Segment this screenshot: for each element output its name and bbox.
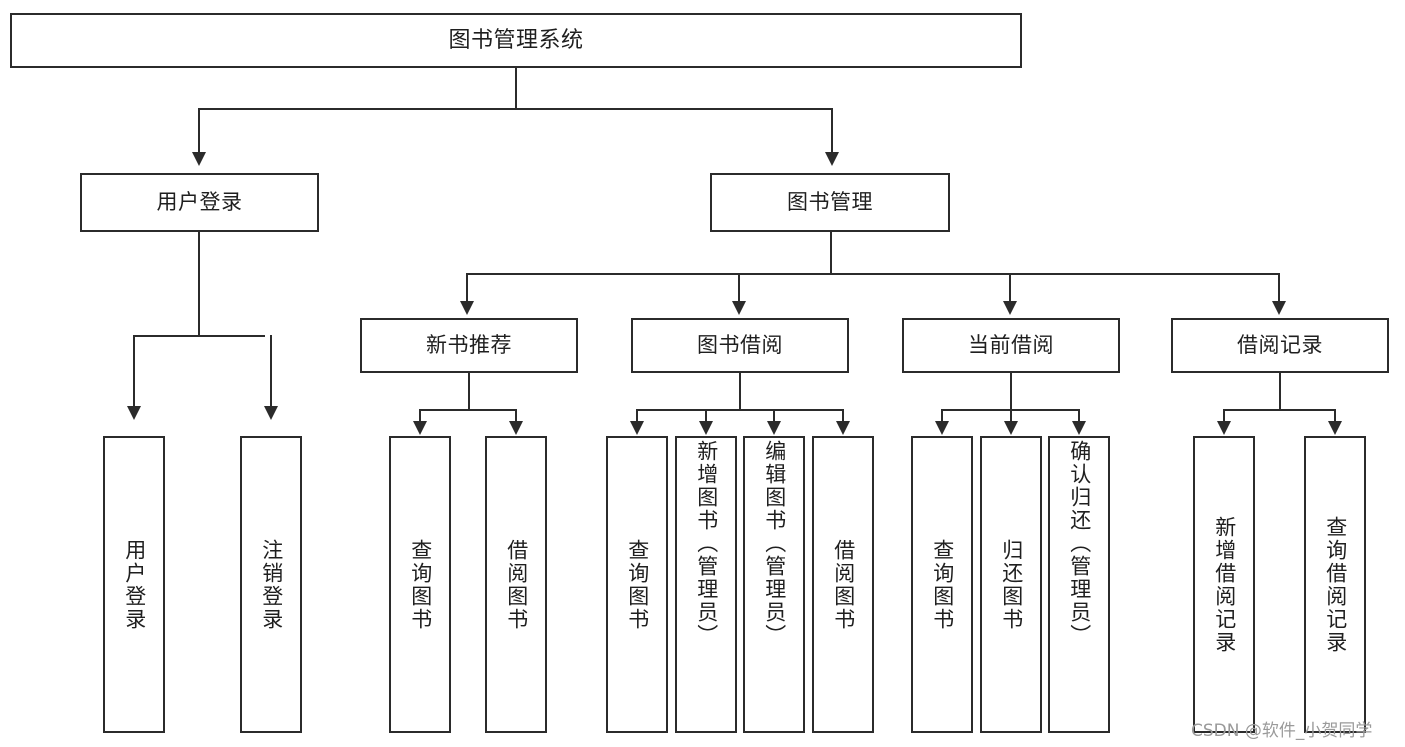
connector-new-book-bus bbox=[419, 409, 517, 411]
connector-bm-drop-book-borrow bbox=[738, 273, 740, 303]
node-label: 图书管理 bbox=[787, 190, 873, 215]
arrowhead-to-leaf-add-book bbox=[699, 421, 713, 435]
connector-root-stem bbox=[515, 68, 517, 108]
arrowhead-to-leaf-query-record bbox=[1328, 421, 1342, 435]
connector-root-bus bbox=[198, 108, 833, 110]
leaf-label: 借阅图书 bbox=[831, 538, 856, 631]
node-label: 新书推荐 bbox=[426, 333, 512, 358]
leaf-query-book-current[interactable]: 查询图书 bbox=[911, 436, 973, 733]
leaf-label: 编辑图书（管理员） bbox=[762, 440, 787, 647]
connector-user-login-stem bbox=[198, 232, 200, 335]
connector-bb-drop-2 bbox=[705, 409, 707, 423]
arrowhead-to-leaf-add-record bbox=[1217, 421, 1231, 435]
leaf-user-login[interactable]: 用户登录 bbox=[103, 436, 165, 733]
node-book-borrow[interactable]: 图书借阅 bbox=[631, 318, 849, 373]
node-label: 当前借阅 bbox=[968, 333, 1054, 358]
leaf-return-book[interactable]: 归还图书 bbox=[980, 436, 1042, 733]
node-borrow-record[interactable]: 借阅记录 bbox=[1171, 318, 1389, 373]
connector-br-drop-2 bbox=[1334, 409, 1336, 423]
leaf-label: 查询借阅记录 bbox=[1323, 515, 1348, 654]
node-label: 借阅记录 bbox=[1237, 333, 1323, 358]
arrowhead-to-leaf-query-book-2 bbox=[630, 421, 644, 435]
arrowhead-to-leaf-query-book-3 bbox=[935, 421, 949, 435]
connector-bm-drop-borrow-record bbox=[1278, 273, 1280, 303]
connector-user-login-drop-1 bbox=[133, 335, 135, 408]
node-user-login[interactable]: 用户登录 bbox=[80, 173, 319, 232]
leaf-label: 查询图书 bbox=[408, 538, 433, 631]
leaf-label: 注销登录 bbox=[259, 538, 284, 631]
leaf-query-book-borrow[interactable]: 查询图书 bbox=[606, 436, 668, 733]
connector-bm-drop-new-book bbox=[466, 273, 468, 303]
leaf-label: 新增图书（管理员） bbox=[694, 440, 719, 647]
connector-book-borrow-bus bbox=[636, 409, 844, 411]
leaf-label: 归还图书 bbox=[999, 538, 1024, 631]
connector-root-to-user-login bbox=[198, 108, 200, 154]
connector-user-login-drop-2 bbox=[270, 335, 272, 408]
connector-borrow-record-stem bbox=[1279, 373, 1281, 409]
arrowhead-to-leaf-logout bbox=[264, 406, 278, 420]
arrowhead-to-leaf-borrow-book-1 bbox=[509, 421, 523, 435]
connector-new-book-drop-1 bbox=[419, 409, 421, 423]
connector-book-management-bus bbox=[466, 273, 1280, 275]
arrowhead-to-current-borrow bbox=[1003, 301, 1017, 315]
connector-new-book-stem bbox=[468, 373, 470, 409]
node-label: 图书借阅 bbox=[697, 333, 783, 358]
arrowhead-to-leaf-query-book-1 bbox=[413, 421, 427, 435]
leaf-borrow-book-recommend[interactable]: 借阅图书 bbox=[485, 436, 547, 733]
arrowhead-root-to-book-management bbox=[825, 152, 839, 166]
leaf-query-book-recommend[interactable]: 查询图书 bbox=[389, 436, 451, 733]
connector-br-drop-1 bbox=[1223, 409, 1225, 423]
leaf-add-borrow-record[interactable]: 新增借阅记录 bbox=[1193, 436, 1255, 733]
leaf-confirm-return-admin[interactable]: 确认归还（管理员） bbox=[1048, 436, 1110, 733]
leaf-borrow-book-borrow[interactable]: 借阅图书 bbox=[812, 436, 874, 733]
arrowhead-root-to-user-login bbox=[192, 152, 206, 166]
leaf-add-book-admin[interactable]: 新增图书（管理员） bbox=[675, 436, 737, 733]
leaf-label: 新增借阅记录 bbox=[1212, 515, 1237, 654]
arrowhead-to-leaf-confirm-return bbox=[1072, 421, 1086, 435]
connector-bb-drop-4 bbox=[842, 409, 844, 423]
connector-bb-drop-1 bbox=[636, 409, 638, 423]
arrowhead-to-leaf-edit-book bbox=[767, 421, 781, 435]
node-current-borrow[interactable]: 当前借阅 bbox=[902, 318, 1120, 373]
connector-cb-drop-3 bbox=[1078, 409, 1080, 423]
connector-book-borrow-stem bbox=[739, 373, 741, 409]
connector-bb-drop-3 bbox=[773, 409, 775, 423]
connector-cb-drop-1 bbox=[941, 409, 943, 423]
arrowhead-to-borrow-record bbox=[1272, 301, 1286, 315]
csdn-watermark: CSDN @软件_小贺同学 bbox=[1191, 721, 1373, 741]
connector-current-borrow-stem bbox=[1010, 373, 1012, 409]
leaf-label: 查询图书 bbox=[930, 538, 955, 631]
node-new-book-recommend[interactable]: 新书推荐 bbox=[360, 318, 578, 373]
leaf-label: 用户登录 bbox=[122, 538, 147, 631]
arrowhead-to-leaf-borrow-book-2 bbox=[836, 421, 850, 435]
node-label: 图书管理系统 bbox=[448, 27, 584, 53]
node-book-management[interactable]: 图书管理 bbox=[710, 173, 950, 232]
leaf-logout-login[interactable]: 注销登录 bbox=[240, 436, 302, 733]
connector-borrow-record-bus bbox=[1223, 409, 1336, 411]
node-root-book-management-system[interactable]: 图书管理系统 bbox=[10, 13, 1022, 68]
arrowhead-to-leaf-return-book bbox=[1004, 421, 1018, 435]
leaf-query-borrow-record[interactable]: 查询借阅记录 bbox=[1304, 436, 1366, 733]
arrowhead-to-new-book-recommend bbox=[460, 301, 474, 315]
connector-root-to-book-management bbox=[831, 108, 833, 154]
node-label: 用户登录 bbox=[156, 190, 243, 215]
connector-cb-drop-2 bbox=[1010, 409, 1012, 423]
connector-new-book-drop-2 bbox=[515, 409, 517, 423]
arrowhead-to-leaf-user-login bbox=[127, 406, 141, 420]
connector-bm-drop-current-borrow bbox=[1009, 273, 1011, 303]
arrowhead-to-book-borrow bbox=[732, 301, 746, 315]
leaf-label: 借阅图书 bbox=[504, 538, 529, 631]
connector-user-login-bus bbox=[133, 335, 265, 337]
connector-book-management-stem bbox=[830, 232, 832, 273]
leaf-label: 确认归还（管理员） bbox=[1067, 440, 1092, 647]
leaf-edit-book-admin[interactable]: 编辑图书（管理员） bbox=[743, 436, 805, 733]
leaf-label: 查询图书 bbox=[625, 538, 650, 631]
